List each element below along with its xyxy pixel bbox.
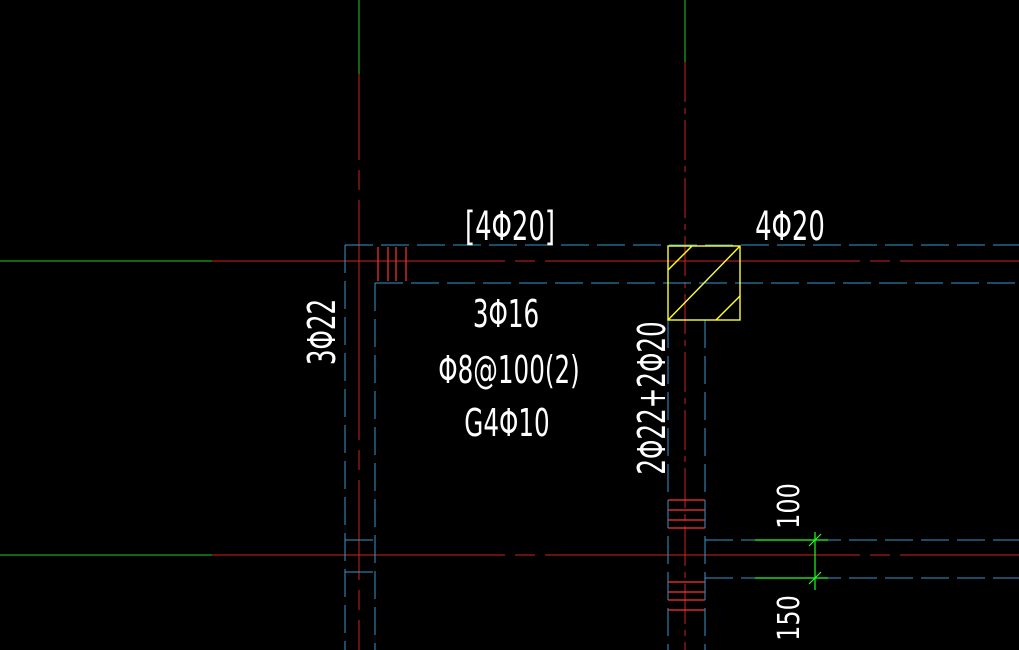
column-hatch-main bbox=[667, 245, 741, 321]
side-bars-label: G4Φ10 bbox=[464, 400, 549, 445]
dimension-lines bbox=[755, 532, 828, 590]
green-lines bbox=[0, 0, 686, 556]
column-beam-bars-label: 2Φ22+2Φ20 bbox=[629, 321, 674, 474]
column[interactable] bbox=[667, 245, 741, 321]
beam-top-right-label: 4Φ20 bbox=[755, 204, 825, 250]
dimension-150-label: 150 bbox=[772, 595, 806, 641]
left-beam-bars-label: 3Φ22 bbox=[299, 299, 344, 365]
axis-gaps bbox=[355, 160, 900, 620]
stirrups-label: Φ8@100(2) bbox=[438, 347, 579, 392]
column-hatch-lower bbox=[715, 295, 741, 321]
red-hatches bbox=[377, 247, 705, 611]
column-hatch-upper bbox=[667, 245, 693, 271]
beam-bottom-bars-label: 3Φ16 bbox=[473, 291, 539, 336]
column-outline[interactable] bbox=[667, 245, 741, 321]
dimension-100-label: 100 bbox=[772, 483, 806, 529]
beam-top-bracket-label: [4Φ20] bbox=[465, 204, 555, 250]
